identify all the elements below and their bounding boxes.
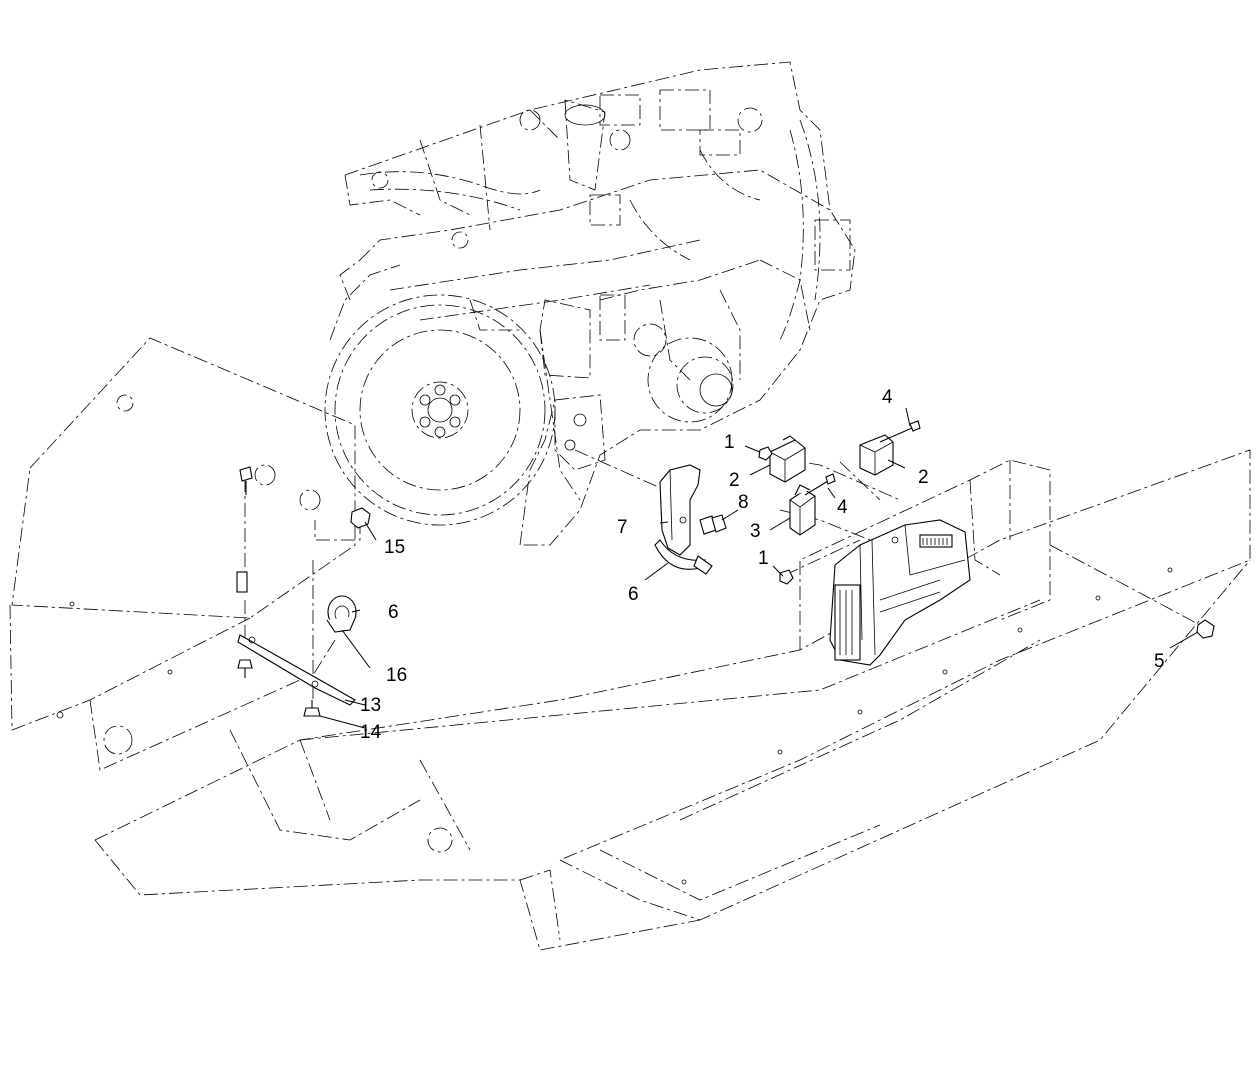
relay-upper-right (859, 434, 894, 476)
ecu-module (829, 519, 971, 666)
callout-2-left: 2 (729, 470, 740, 491)
callout-15: 15 (384, 537, 405, 558)
bolt-upper (879, 420, 921, 443)
screw-left-lower (303, 700, 321, 717)
bolt-middle (804, 473, 836, 496)
callout-4-upper: 4 (882, 387, 893, 408)
callout-2-right: 2 (918, 467, 929, 488)
engine-assembly-phantom (324, 61, 856, 546)
mounting-strap (237, 634, 356, 706)
callout-7: 7 (617, 517, 628, 538)
leader-lines (319, 407, 1199, 729)
callout-1-lower: 1 (758, 548, 769, 569)
relay-lower (789, 484, 816, 536)
flange-bolt (699, 514, 727, 535)
mounting-bracket (659, 464, 701, 556)
callout-13: 13 (360, 695, 381, 716)
nut-lower (779, 569, 794, 585)
callout-6-right: 6 (388, 602, 399, 623)
callout-4-lower: 4 (837, 497, 848, 518)
nut-upper (758, 446, 773, 461)
stud-left-panel (236, 466, 253, 593)
callout-8: 8 (738, 492, 749, 513)
cable-clamp-center (654, 539, 713, 575)
callout-3: 3 (750, 521, 761, 542)
screw-left-upper (237, 659, 253, 678)
callout-1-upper: 1 (724, 432, 735, 453)
callout-6-center: 6 (628, 584, 639, 605)
relay-upper-left (769, 435, 806, 483)
callout-16: 16 (386, 665, 407, 686)
machine-frame-phantom (9, 337, 1251, 951)
cable-clamp-left (326, 595, 357, 633)
clip-fastener (1196, 619, 1215, 639)
callout-14: 14 (360, 722, 382, 743)
callout-labels: 1 1 2 2 3 4 4 5 6 6 7 8 13 14 15 16 (360, 387, 1165, 743)
assembly-centerlines (244, 449, 1201, 700)
callout-5: 5 (1154, 651, 1165, 672)
